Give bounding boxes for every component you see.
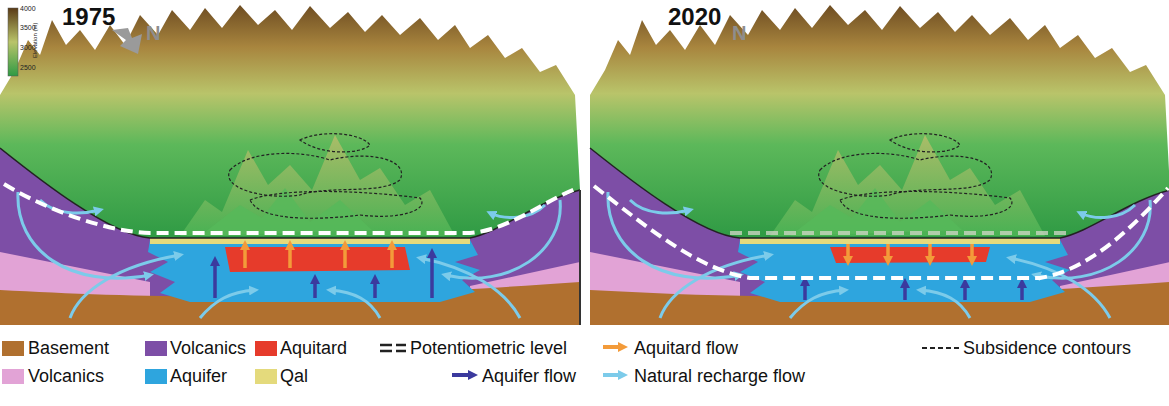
legend-swatch <box>145 341 167 356</box>
scale-value: 2500 <box>20 64 36 72</box>
legend-text: Subsidence contours <box>963 338 1131 358</box>
legend-text: Volcanics <box>170 338 246 358</box>
legend-text: Aquifer <box>170 366 227 386</box>
year-label: 1975 <box>62 4 115 30</box>
scale-value: 4000 <box>20 5 36 13</box>
legend-text: Aquitard flow <box>634 338 738 358</box>
legend-text: Volcanics <box>28 366 104 386</box>
scale-title: Elevation (m) <box>33 22 40 57</box>
north-label: N <box>146 22 160 44</box>
legend-swatch <box>2 341 24 356</box>
legend-text: Potentiometric level <box>410 338 567 358</box>
year-label: 2020 <box>668 4 721 30</box>
legend-text: Aquitard <box>280 338 347 358</box>
legend-swatch <box>255 369 277 384</box>
legend-swatch <box>255 341 277 356</box>
legend-text: Aquifer flow <box>482 366 576 386</box>
north-label: N <box>732 22 746 44</box>
legend-swatch <box>145 369 167 384</box>
legend-text: Basement <box>28 338 109 358</box>
legend-text: Qal <box>280 366 308 386</box>
legend-swatch <box>2 369 24 384</box>
legend-text: Natural recharge flow <box>634 366 805 386</box>
